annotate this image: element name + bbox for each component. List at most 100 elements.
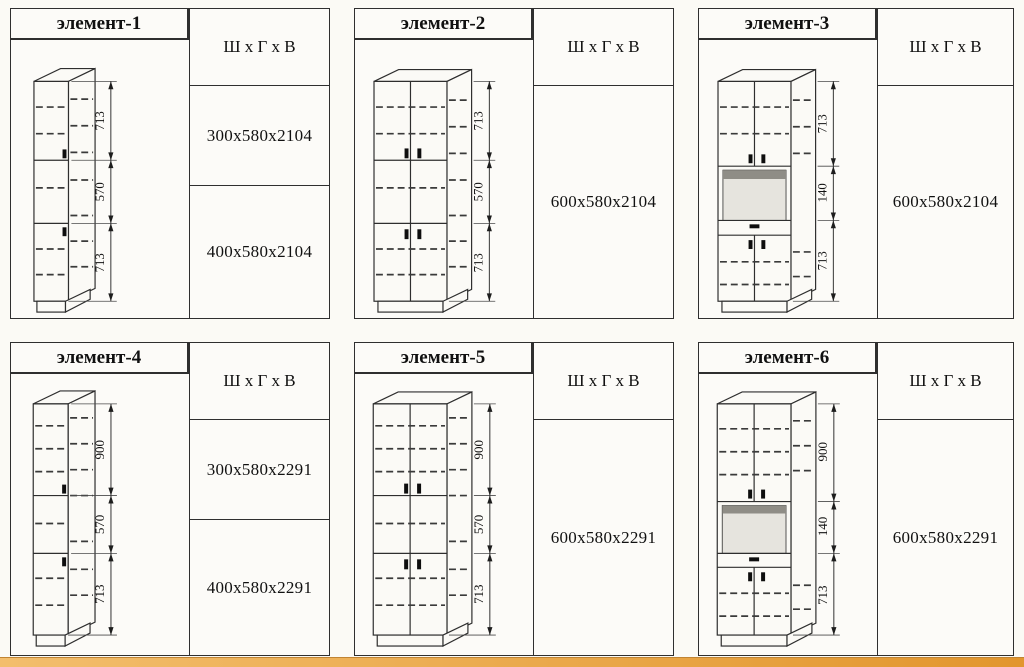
cabinet-drawing-area: 900 570 713: [355, 374, 533, 655]
panel-title: элемент-1: [11, 9, 189, 40]
cabinet-drawing-area: 713 570 713: [11, 40, 189, 318]
panel-element-1: элемент-1: [10, 8, 330, 319]
panel-title-text: элемент-2: [400, 12, 486, 34]
panel-title-text: элемент-1: [56, 12, 142, 34]
spec-header: Ш х Г х В: [534, 9, 673, 86]
measure-label: 140: [815, 183, 829, 202]
measure-label: 713: [471, 585, 486, 604]
cabinet-wide-drawing: 713 570 713: [373, 68, 496, 314]
panel-element-2: элемент-2: [354, 8, 674, 319]
panel-title-text: элемент-5: [400, 346, 486, 368]
cabinet-body: [717, 68, 817, 314]
measure-label: 713: [815, 586, 830, 605]
measure-label: 570: [92, 515, 107, 534]
dimension-value: 300x580x2291: [190, 420, 329, 520]
cabinet-drawing-area: 900 570 713: [11, 374, 189, 655]
measure-label: 713: [93, 253, 107, 272]
dimension-lines: 713 140 713: [792, 81, 840, 302]
dimension-lines: 900 140 713: [792, 403, 840, 636]
measure-label: 900: [471, 440, 486, 459]
door-handle-icon: [404, 148, 409, 159]
cabinet-drawing-area: 713 570 713: [355, 40, 533, 318]
spec-header: Ш х Г х В: [534, 343, 673, 420]
spec-header: Ш х Г х В: [878, 9, 1013, 86]
dimension-value: 300x580x2104: [190, 86, 329, 186]
spec-table: Ш х Г х В 600x580x2104: [533, 9, 673, 318]
door-handle-icon: [748, 572, 753, 582]
panel-title-text: элемент-6: [744, 346, 830, 368]
panels-grid: элемент-1: [10, 8, 1014, 656]
cabinet-narrow-drawing: 713 570 713: [33, 67, 117, 314]
drawer-handle-icon: [749, 557, 760, 562]
measure-label: 140: [815, 517, 830, 536]
measure-label: 713: [815, 114, 829, 133]
cabinet-body: [33, 67, 96, 314]
measure-label: 570: [471, 182, 485, 201]
panel-element-5: элемент-5: [354, 342, 674, 656]
door-handle-icon: [404, 483, 409, 494]
cabinet-body: [716, 390, 817, 648]
spec-table: Ш х Г х В 300x580x2291 400x580x2291: [189, 343, 329, 655]
measure-label: 713: [471, 253, 485, 272]
door-handle-icon: [761, 240, 766, 249]
spec-table: Ш х Г х В 600x580x2291: [877, 343, 1013, 655]
door-handle-icon: [417, 229, 422, 240]
door-handle-icon: [417, 148, 422, 159]
cabinet-niche-drawing: 713 140 713: [717, 68, 840, 314]
dimension-value: 600x580x2104: [550, 192, 657, 211]
measure-label: 713: [93, 111, 107, 130]
measure-label: 713: [92, 585, 107, 604]
cabinet-body: [32, 389, 96, 648]
measure-label: 900: [815, 442, 830, 461]
cabinet-body: [372, 390, 473, 648]
door-handle-icon: [417, 483, 422, 494]
spec-header: Ш х Г х В: [190, 9, 329, 86]
panel-title: элемент-2: [355, 9, 533, 40]
cabinet-narrow-drawing: 900 570 713: [32, 389, 117, 648]
panel-title: элемент-4: [11, 343, 189, 374]
door-handle-icon: [748, 154, 753, 164]
panel-element-3: элемент-3: [698, 8, 1014, 319]
panel-element-4: элемент-4: [10, 342, 330, 656]
cabinet-drawing-area: 713 140 713: [699, 40, 877, 318]
drawer-handle-icon: [749, 224, 760, 229]
panel-title-text: элемент-3: [744, 12, 830, 34]
dimension-lines: 713 570 713: [448, 81, 496, 302]
door-handle-icon: [761, 154, 766, 164]
door-handle-icon: [404, 229, 409, 240]
cabinet-wide-drawing: 900 570 713: [372, 390, 496, 648]
dimension-lines: 900 570 713: [68, 403, 117, 636]
cabinet-body: [373, 68, 473, 314]
door-handle-icon: [761, 572, 766, 582]
dimension-value: 600x580x2291: [892, 527, 999, 547]
dimension-value: 600x580x2291: [550, 527, 657, 547]
door-handle-icon: [62, 484, 67, 494]
door-handle-icon: [748, 240, 753, 249]
measure-label: 570: [471, 515, 486, 534]
panel-element-6: элемент-6: [698, 342, 1014, 656]
dimension-value: 400x580x2104: [206, 242, 313, 261]
panel-title: элемент-3: [699, 9, 877, 40]
panel-title: элемент-5: [355, 343, 533, 374]
cabinet-drawing-area: 900 140 713: [699, 374, 877, 655]
door-handle-icon: [62, 557, 67, 567]
measure-label: 900: [92, 440, 107, 459]
spec-table: Ш х Г х В 600x580x2104: [877, 9, 1013, 318]
measure-label: 713: [815, 251, 829, 270]
spec-header: Ш х Г х В: [190, 343, 329, 420]
cabinet-niche-drawing: 900 140 713: [716, 390, 840, 648]
measure-label: 713: [471, 111, 485, 130]
spec-table: Ш х Г х В 300x580x2104 400x580x2104: [189, 9, 329, 318]
door-handle-icon: [748, 489, 753, 499]
door-handle-icon: [62, 149, 67, 159]
dimension-value: 600x580x2104: [892, 192, 999, 211]
door-handle-icon: [761, 489, 766, 499]
door-handle-icon: [62, 227, 67, 237]
dimension-lines: 713 570 713: [68, 81, 117, 302]
door-handle-icon: [417, 559, 422, 570]
panel-title-text: элемент-4: [56, 346, 142, 368]
spec-table: Ш х Г х В 600x580x2291: [533, 343, 673, 655]
door-handle-icon: [404, 559, 409, 570]
dimension-lines: 900 570 713: [448, 403, 496, 636]
